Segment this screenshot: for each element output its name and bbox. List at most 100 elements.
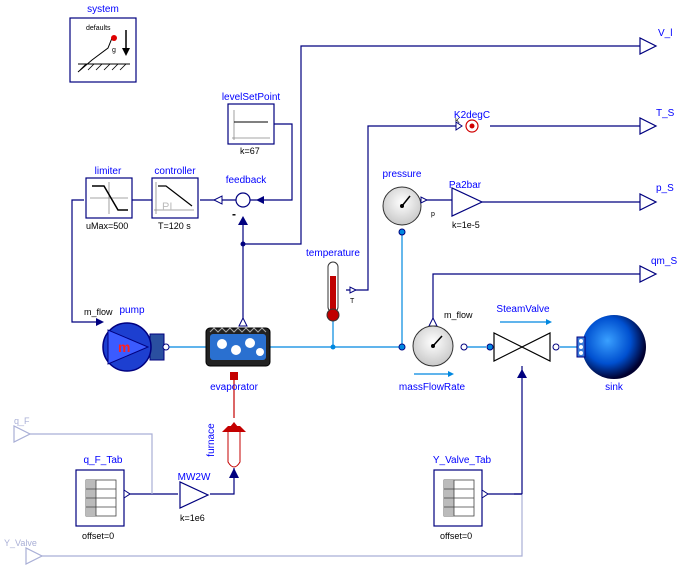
sink-port-dot-1 — [579, 339, 583, 343]
SteamValve-block[interactable]: SteamValve — [486, 304, 560, 378]
wire-setpoint-feedback[interactable] — [250, 123, 293, 201]
pump-flange — [149, 333, 165, 361]
thermometer-fluid — [330, 276, 336, 316]
K2degC-block[interactable]: K2degC K — [454, 110, 490, 133]
pressure-name: pressure — [383, 169, 422, 180]
K2degC-input-port[interactable] — [455, 121, 463, 131]
sink-block[interactable]: sink — [576, 315, 646, 393]
output-qm_S-connector[interactable] — [639, 265, 658, 283]
output-qm_S-label: qm_S — [651, 256, 677, 267]
pump-triangle-icon — [107, 329, 150, 365]
temperature-block[interactable]: temperature T — [306, 248, 360, 322]
pressure-block[interactable]: pressure p — [382, 169, 435, 236]
input-Y_Valve[interactable]: Y_Valve — [4, 538, 44, 565]
q_F_Tab-param: offset=0 — [82, 531, 114, 541]
levelSetPoint-param: k=67 — [240, 146, 260, 156]
controller-block[interactable]: controller PI T=120 s — [151, 166, 199, 231]
temperature-port-label: T — [350, 298, 355, 305]
Pa2bar-gain-icon — [451, 187, 484, 217]
Pa2bar-param: k=1e-5 — [452, 220, 480, 230]
Y_Valve_Tab-output-port[interactable] — [481, 489, 489, 499]
SteamValve-outlet-port[interactable] — [552, 343, 560, 351]
input-q_F[interactable]: q_F — [13, 416, 32, 443]
wire-MW2W-furnace[interactable] — [210, 468, 235, 495]
output-p_S-label: p_S — [656, 183, 674, 194]
feedback-sum-icon — [235, 192, 251, 208]
q_F_Tab-output-port[interactable] — [123, 489, 131, 499]
pump-input-port[interactable] — [96, 318, 104, 326]
wire-to-V_l[interactable] — [243, 45, 640, 245]
output-p_S-connector[interactable] — [639, 193, 658, 211]
wire-limiter-pump[interactable] — [71, 199, 96, 323]
furnace-name: furnace — [206, 423, 217, 457]
pump-block[interactable]: pump m_flow m — [84, 305, 170, 372]
Y_Valve_Tab-name: Y_Valve_Tab — [433, 455, 492, 466]
feedback-input-port[interactable] — [238, 216, 248, 225]
controller-name: controller — [154, 166, 196, 177]
Pa2bar-block[interactable]: Pa2bar k=1e-5 — [449, 180, 484, 230]
output-V_l[interactable]: V_l — [639, 28, 672, 55]
system-slope-icon — [77, 37, 113, 73]
massFlowRate-outlet-port[interactable] — [460, 343, 468, 351]
massFlowRate-output-port[interactable] — [428, 316, 438, 327]
thermometer-bulb-icon — [326, 308, 340, 322]
input-q_F-connector[interactable] — [13, 425, 32, 443]
furnace-input-port[interactable] — [229, 468, 239, 478]
feedback-setpoint-port[interactable] — [256, 196, 264, 204]
feedback-block[interactable]: feedback - — [212, 175, 267, 225]
evaporator-level-port[interactable] — [238, 316, 248, 327]
input-Y_Valve-connector[interactable] — [25, 547, 44, 565]
Y_Valve_Tab-block[interactable]: Y_Valve_Tab offset=0 — [433, 455, 522, 541]
pump-outlet-port[interactable] — [162, 343, 170, 351]
q_F_Tab-table-grid — [86, 480, 116, 516]
output-qm_S[interactable]: qm_S — [639, 256, 677, 283]
controller-param: T=120 s — [158, 221, 191, 231]
Y_Valve_Tab-table-grid — [444, 480, 474, 516]
levelSetPoint-block[interactable]: levelSetPoint k=67 — [222, 92, 281, 156]
system-g-label: g — [112, 47, 116, 54]
wire-YValve-disabled — [30, 494, 523, 557]
output-T_S-connector[interactable] — [639, 117, 658, 135]
sink-icon — [582, 315, 646, 379]
wire-massflow-qm_S[interactable] — [432, 273, 640, 322]
MW2W-block[interactable]: MW2W k=1e6 — [178, 472, 211, 523]
feedback-output-port[interactable] — [212, 195, 223, 205]
system-mass-icon — [111, 35, 117, 41]
SteamValve-control-port[interactable] — [517, 369, 527, 378]
temperature-name: temperature — [306, 248, 360, 259]
system-defaults-label: defaults — [86, 25, 111, 32]
pump-name: pump — [119, 305, 144, 316]
output-p_S[interactable]: p_S — [639, 183, 674, 211]
Y_Valve_Tab-param: offset=0 — [440, 531, 472, 541]
limiter-name: limiter — [95, 166, 122, 177]
massFlowRate-block[interactable]: m_flow massFlowRate — [398, 310, 473, 393]
system-block[interactable]: system defaults g — [69, 4, 137, 83]
q_F_Tab-block[interactable]: q_F_Tab offset=0 — [75, 455, 131, 541]
wire-YValveTab-valve[interactable] — [514, 366, 523, 495]
junction-temperature — [330, 344, 336, 350]
temperature-output-port[interactable] — [349, 286, 358, 294]
MW2W-name: MW2W — [178, 472, 211, 483]
pressure-fluid-port[interactable] — [398, 228, 406, 236]
K2degC-unit: K — [455, 118, 460, 125]
SteamValve-flow-arrowhead — [546, 319, 552, 325]
system-hatch-icon — [79, 63, 127, 71]
Pa2bar-name: Pa2bar — [449, 180, 482, 191]
output-V_l-connector[interactable] — [639, 37, 658, 55]
evaporator-heat-port[interactable] — [230, 372, 238, 380]
evaporator-name: evaporator — [210, 382, 258, 393]
massFlowRate-flow-arrowhead — [448, 371, 454, 377]
furnace-arrow-icon — [226, 422, 242, 432]
output-T_S[interactable]: T_S — [639, 108, 675, 135]
K2degC-name: K2degC — [454, 110, 490, 121]
evaporator-bubble-3 — [245, 338, 255, 348]
output-V_l-label: V_l — [658, 28, 672, 39]
furnace-block[interactable]: furnace — [206, 422, 246, 478]
limiter-block[interactable]: limiter uMax=500 — [85, 166, 133, 231]
pressure-output-port[interactable] — [420, 196, 429, 204]
SteamValve-inlet-port[interactable] — [486, 343, 494, 351]
evaporator-block[interactable]: evaporator — [205, 316, 271, 393]
pressure-port-label: p — [431, 211, 435, 218]
wire-qF-disabled — [30, 433, 153, 494]
